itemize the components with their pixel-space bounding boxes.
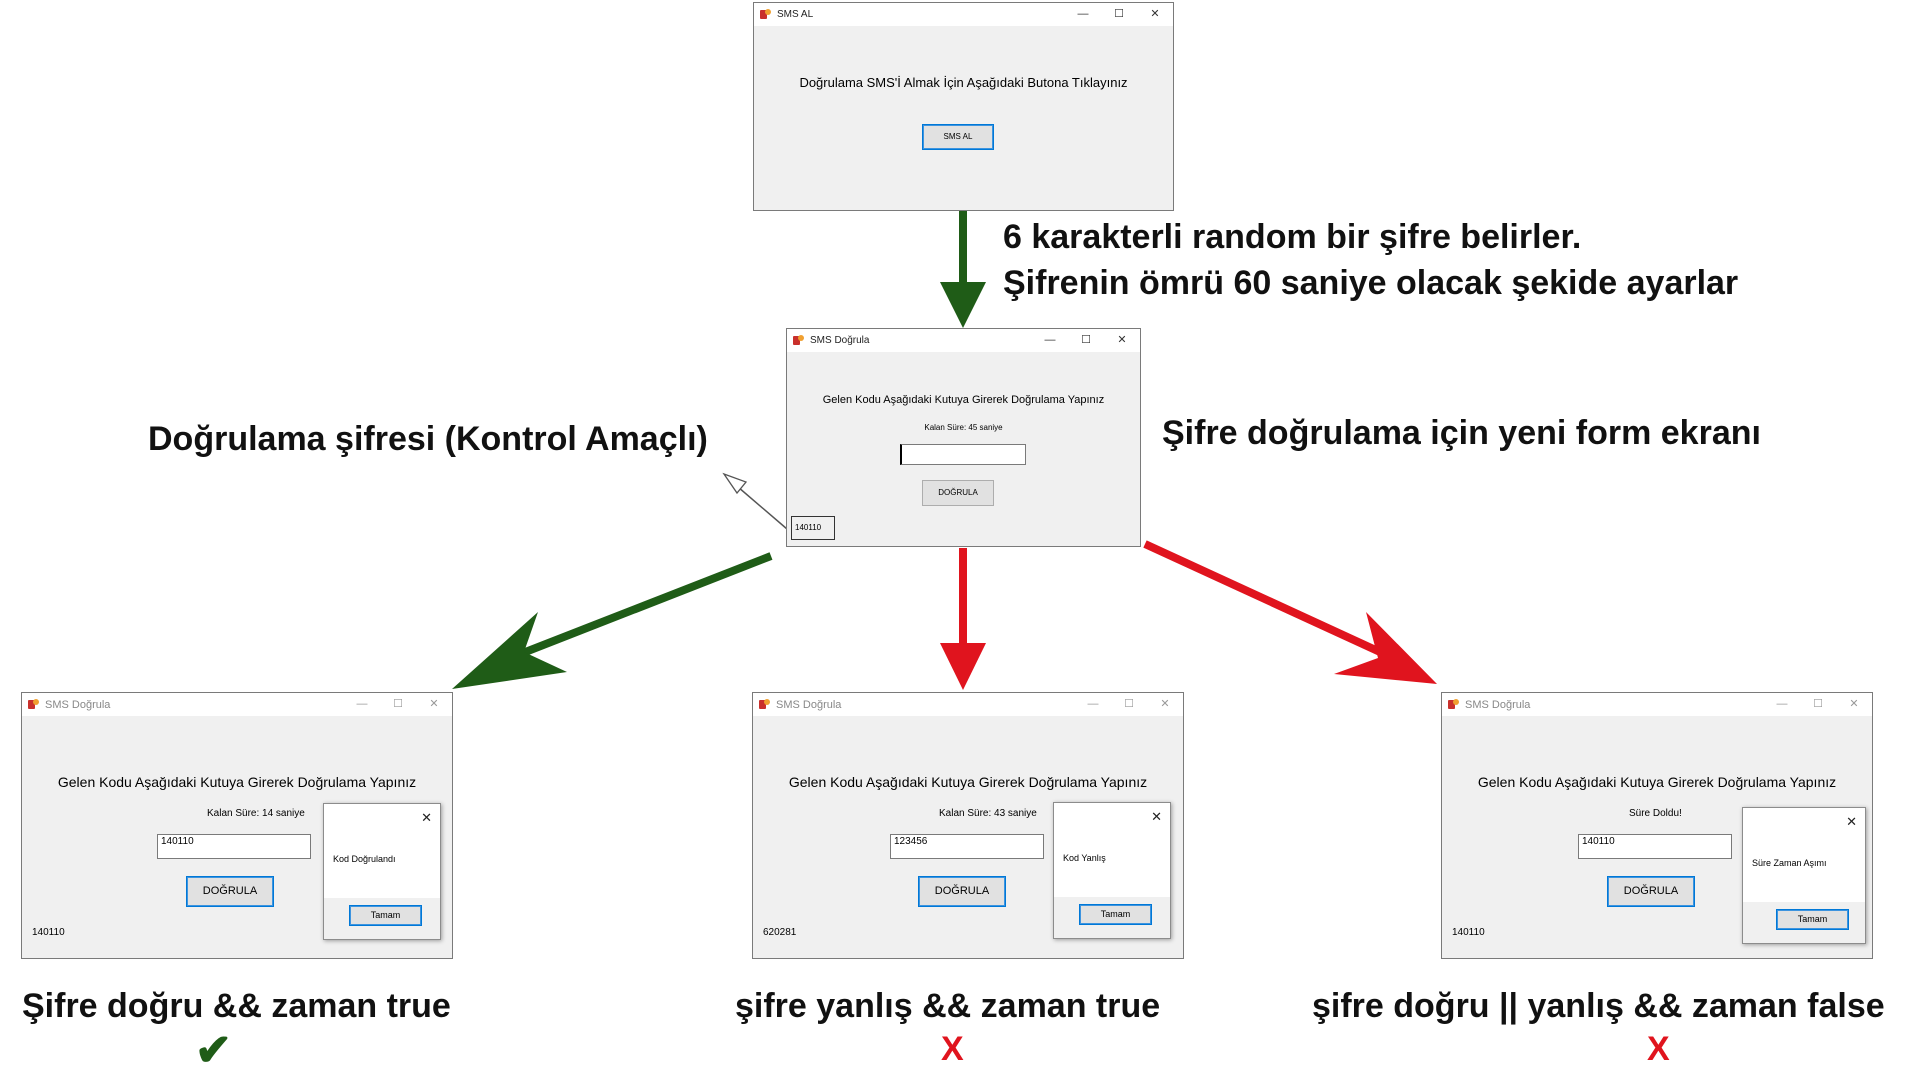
annotation-step1-line2: Şifrenin ömrü 60 saniye olacak şekide ay…: [1003, 264, 1739, 302]
sms-al-button[interactable]: SMS AL: [922, 124, 994, 150]
message-box: ✕ Süre Zaman Aşımı Tamam: [1742, 807, 1866, 944]
window-title: SMS Doğrula: [1465, 698, 1531, 711]
maximize-icon[interactable]: ☐: [393, 698, 403, 710]
app-icon: [759, 699, 770, 710]
annotation-new-form: Şifre doğrulama için yeni form ekranı: [1162, 414, 1761, 452]
maximize-icon[interactable]: ☐: [1114, 8, 1124, 20]
message-box: ✕ Kod Yanlış Tamam: [1053, 802, 1171, 939]
annotation-case-timeout: şifre doğru || yanlış && zaman false: [1312, 987, 1885, 1025]
code-input[interactable]: 140110: [1578, 834, 1732, 859]
close-icon[interactable]: ✕: [1117, 334, 1127, 346]
annotation-case-wrong: şifre yanlış && zaman true: [735, 987, 1161, 1025]
sms-al-titlebar: SMS AL — ☐ ✕: [754, 3, 1173, 26]
close-icon[interactable]: ✕: [1846, 814, 1857, 829]
verify-button[interactable]: DOĞRULA: [186, 876, 274, 907]
minimize-icon[interactable]: —: [1044, 334, 1056, 346]
arrow-to-verify-form-head: [940, 282, 986, 328]
arrow-to-success: [508, 552, 773, 662]
verify-heading: Gelen Kodu Aşağıdaki Kutuya Girerek Doğr…: [822, 394, 1105, 406]
annotation-step1-line1: 6 karakterli random bir şifre belirler.: [1003, 218, 1582, 256]
result-titlebar: SMS Doğrula — ☐ ✕: [22, 693, 452, 716]
arrow-to-control-code: [737, 486, 788, 530]
sms-al-window: SMS AL — ☐ ✕ Doğrulama SMS'İ Almak İçin …: [753, 2, 1174, 211]
message-text: Süre Zaman Aşımı: [1752, 858, 1827, 868]
window-title: SMS Doğrula: [776, 698, 842, 711]
verify-titlebar: SMS Doğrula — ☐ ✕: [787, 329, 1140, 352]
remaining-time-label: Süre Doldu!: [1629, 808, 1682, 819]
close-icon[interactable]: ✕: [1150, 8, 1160, 20]
verify-heading: Gelen Kodu Aşağıdaki Kutuya Girerek Doğr…: [788, 774, 1148, 790]
window-title: SMS Doğrula: [45, 698, 111, 711]
cross-icon: X: [1647, 1030, 1670, 1068]
minimize-icon[interactable]: —: [1776, 698, 1788, 710]
close-icon[interactable]: ✕: [421, 810, 432, 825]
message-box: ✕ Kod Doğrulandı Tamam: [323, 803, 441, 940]
annotation-case-correct: Şifre doğru && zaman true: [22, 987, 451, 1025]
code-input[interactable]: [900, 444, 1026, 465]
verify-heading: Gelen Kodu Aşağıdaki Kutuya Girerek Doğr…: [57, 774, 417, 790]
maximize-icon[interactable]: ☐: [1813, 698, 1823, 710]
control-code-box: 140110: [791, 516, 835, 540]
close-icon[interactable]: ✕: [1151, 809, 1162, 824]
control-code: 140110: [32, 927, 65, 938]
message-text: Kod Doğrulandı: [333, 854, 396, 864]
ok-button[interactable]: Tamam: [1776, 909, 1849, 930]
remaining-time-label: Kalan Süre: 14 saniye: [207, 808, 305, 819]
window-title: SMS AL: [777, 9, 814, 20]
ok-button[interactable]: Tamam: [1079, 904, 1152, 925]
close-icon[interactable]: ✕: [1160, 698, 1170, 710]
verify-window: SMS Doğrula — ☐ ✕ Gelen Kodu Aşağıdaki K…: [786, 328, 1141, 547]
cross-icon: X: [941, 1030, 964, 1068]
window-title: SMS Doğrula: [810, 335, 870, 346]
app-icon: [760, 9, 771, 20]
result-window-timeout: SMS Doğrula — ☐ ✕ Gelen Kodu Aşağıdaki K…: [1441, 692, 1873, 959]
result-titlebar: SMS Doğrula — ☐ ✕: [1442, 693, 1872, 716]
app-icon: [793, 335, 804, 346]
annotation-control-code: Doğrulama şifresi (Kontrol Amaçlı): [148, 420, 708, 458]
result-window-correct: SMS Doğrula — ☐ ✕ Gelen Kodu Aşağıdaki K…: [21, 692, 453, 959]
control-code: 140110: [1452, 927, 1485, 938]
remaining-time-label: Kalan Süre: 43 saniye: [939, 808, 1037, 819]
arrow-to-timeout: [1143, 540, 1382, 656]
result-titlebar: SMS Doğrula — ☐ ✕: [753, 693, 1183, 716]
verify-button[interactable]: DOĞRULA: [918, 876, 1006, 907]
minimize-icon[interactable]: —: [1087, 698, 1099, 710]
verify-button[interactable]: DOĞRULA: [922, 480, 994, 506]
sms-instruction-text: Doğrulama SMS'İ Almak İçin Aşağıdaki But…: [799, 75, 1128, 90]
arrow-to-success-head: [452, 612, 567, 689]
message-text: Kod Yanlış: [1063, 853, 1106, 863]
maximize-icon[interactable]: ☐: [1124, 698, 1134, 710]
check-icon: ✔: [195, 1026, 232, 1075]
code-input[interactable]: 140110: [157, 834, 311, 859]
arrow-to-wrong-head: [940, 643, 986, 690]
code-input[interactable]: 123456: [890, 834, 1044, 859]
app-icon: [1448, 699, 1459, 710]
minimize-icon[interactable]: —: [1077, 8, 1089, 20]
close-icon[interactable]: ✕: [1849, 698, 1859, 710]
maximize-icon[interactable]: ☐: [1081, 334, 1091, 346]
close-icon[interactable]: ✕: [429, 698, 439, 710]
arrow-to-control-code-head: [722, 472, 748, 495]
remaining-time-label: Kalan Süre: 45 saniye: [924, 423, 1003, 432]
verify-button[interactable]: DOĞRULA: [1607, 876, 1695, 907]
control-code: 620281: [763, 927, 797, 938]
arrow-to-timeout-head: [1334, 612, 1437, 684]
verify-heading: Gelen Kodu Aşağıdaki Kutuya Girerek Doğr…: [1477, 774, 1837, 790]
ok-button[interactable]: Tamam: [349, 905, 422, 926]
minimize-icon[interactable]: —: [356, 698, 368, 710]
app-icon: [28, 699, 39, 710]
result-window-wrong: SMS Doğrula — ☐ ✕ Gelen Kodu Aşağıdaki K…: [752, 692, 1184, 959]
